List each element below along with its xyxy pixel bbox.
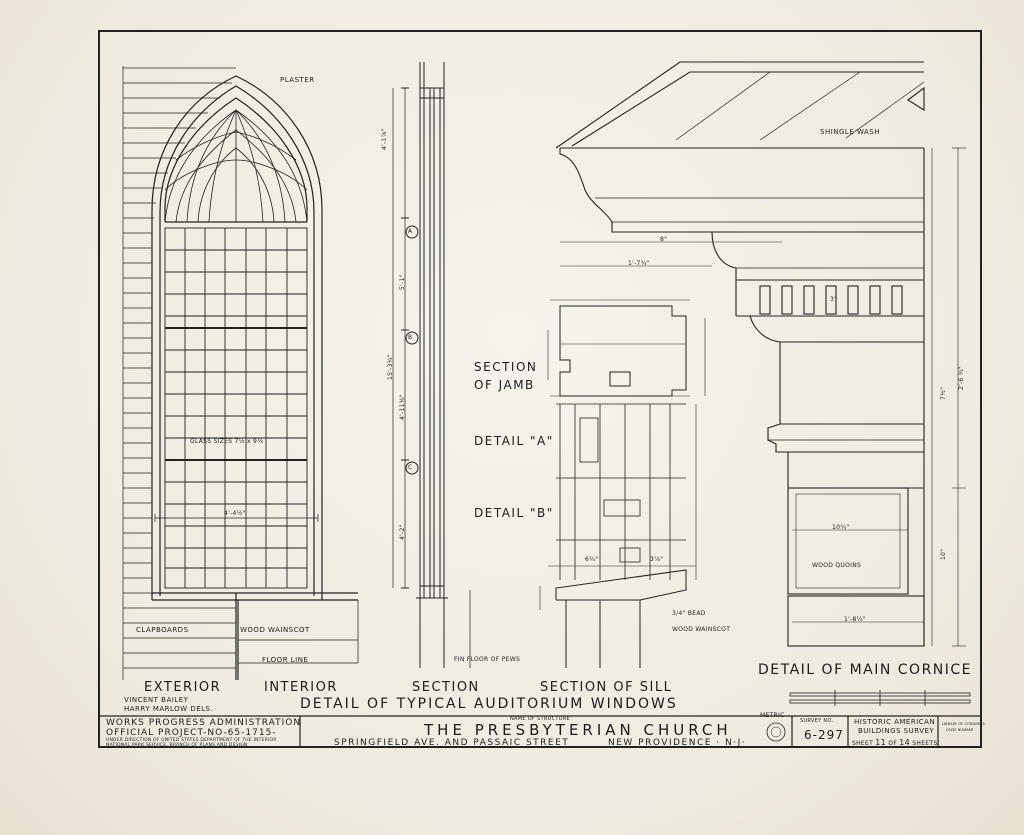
title-block-lines	[98, 715, 982, 748]
section-of-sill	[539, 565, 696, 668]
details-a-b	[556, 403, 697, 580]
window-section	[392, 62, 471, 668]
survey-no: 6-297	[804, 728, 844, 742]
bead-callout: 3/4" BEAD	[672, 610, 706, 617]
sheet-word: SHEET	[852, 740, 874, 747]
dimension-label: 4'-1⅞"	[381, 128, 388, 150]
clapboards-callout: CLAPBOARDS	[136, 626, 189, 634]
structure-name-label: NAME OF STRUCTURE	[510, 716, 570, 722]
dimension-label: 4'-4½"	[224, 510, 246, 517]
main-cornice-caption: DETAIL OF MAIN CORNICE	[758, 662, 973, 678]
habs-line-1: HISTORIC AMERICAN	[854, 718, 936, 726]
sheets-word: SHEETS	[912, 740, 938, 747]
dimension-label: 1'-7¾"	[628, 260, 650, 267]
shingle-wash-callout: SHINGLE WASH	[820, 128, 881, 136]
section-of-jamb	[547, 299, 706, 397]
sheet-no: 11	[875, 738, 887, 747]
exterior-caption: EXTERIOR	[144, 680, 222, 695]
structure-name: THE PRESBYTERIAN CHURCH	[424, 721, 732, 739]
dimension-label: 6¼"	[585, 556, 599, 563]
interior-caption: INTERIOR	[264, 680, 338, 695]
dimension-label: 3"	[830, 296, 838, 303]
section-of-jamb-label-2: OF JAMB	[474, 378, 535, 392]
section-caption: SECTION	[412, 680, 480, 695]
clapboard-siding	[122, 66, 236, 680]
detail-b-label: DETAIL "B"	[474, 506, 554, 520]
of-word: OF	[888, 740, 898, 747]
sheet-border	[98, 30, 982, 748]
delineator-line-1: VINCENT BAILEY	[124, 696, 189, 704]
structure-city: NEW PROVIDENCE · N·J·	[608, 738, 747, 748]
floor-line-callout: FLOOR LINE	[262, 656, 309, 664]
agency-line-3: UNDER DIRECTION OF UNITED STATES DEPARTM…	[106, 738, 277, 743]
plaster-callout: PLASTER	[280, 76, 315, 84]
agency-line-4: NATIONAL PARK SERVICE, BRANCH OF PLANS A…	[106, 743, 248, 748]
habs-line-2: BUILDINGS SURVEY	[858, 727, 935, 735]
section-of-jamb-label-1: SECTION	[474, 360, 538, 374]
metric-label: METRIC	[760, 712, 785, 719]
marker-b: B	[408, 334, 413, 341]
window-elevation	[151, 75, 358, 680]
dimension-label: 10"	[940, 548, 947, 560]
dimension-label: 7½"	[940, 386, 947, 400]
sheet-title: DETAIL OF TYPICAL AUDITORIUM WINDOWS	[300, 696, 678, 712]
library-line-2: CODE NUMBER	[946, 728, 974, 732]
glazing-grid	[164, 227, 308, 589]
section-of-sill-caption: SECTION OF SILL	[540, 680, 673, 695]
sheet-total: 14	[899, 738, 911, 747]
dimension-label: 1'-8¼"	[844, 616, 866, 623]
dimension-label: 3⅞"	[650, 556, 664, 563]
dimension-label: 5'-1"	[399, 274, 406, 290]
interior-dimension	[154, 514, 359, 664]
dimension-label: 2'-6 ¾"	[958, 365, 965, 390]
survey-no-label: SURVEY NO.	[800, 718, 834, 724]
marker-c: C	[408, 464, 413, 471]
main-cornice	[555, 61, 966, 647]
scale-bar	[789, 690, 971, 706]
wood-wainscot-callout: WOOD WAINSCOT	[240, 626, 310, 634]
fin-floor-callout: FIN FLOOR OF PEWS	[454, 656, 521, 663]
dimension-label: 8"	[660, 236, 668, 243]
wood-quoins-callout: WOOD QUOINS	[812, 562, 862, 569]
dimension-label: 4'-11⅜"	[399, 394, 406, 420]
dimension-label: 15'-3¾"	[387, 354, 394, 380]
agency-line-1: WORKS PROGRESS ADMINISTRATION	[106, 718, 302, 728]
seal-icon	[766, 722, 786, 742]
structure-address: SPRINGFIELD AVE. AND PASSAIC STREET	[334, 738, 570, 748]
dimension-label: 10¾"	[832, 524, 850, 531]
sheet-number: SHEET 11 OF 14 SHEETS	[852, 738, 937, 747]
library-line-1: LIBRARY OF CONGRESS	[942, 722, 985, 726]
glass-sizes-callout: GLASS SIZES 7⅛ x 9⅛	[190, 438, 264, 445]
wood-wainscot-callout-2: WOOD WAINSCOT	[672, 626, 731, 633]
delineator-line-2: HARRY MARLOW DELS.	[124, 705, 214, 713]
marker-a: A	[408, 228, 413, 235]
detail-a-label: DETAIL "A"	[474, 434, 554, 448]
window-tracery	[164, 109, 308, 223]
dimension-label: 4'-2"	[399, 524, 406, 540]
agency-line-2: OFFICIAL PROJECT-NO-65-1715-	[106, 728, 277, 738]
